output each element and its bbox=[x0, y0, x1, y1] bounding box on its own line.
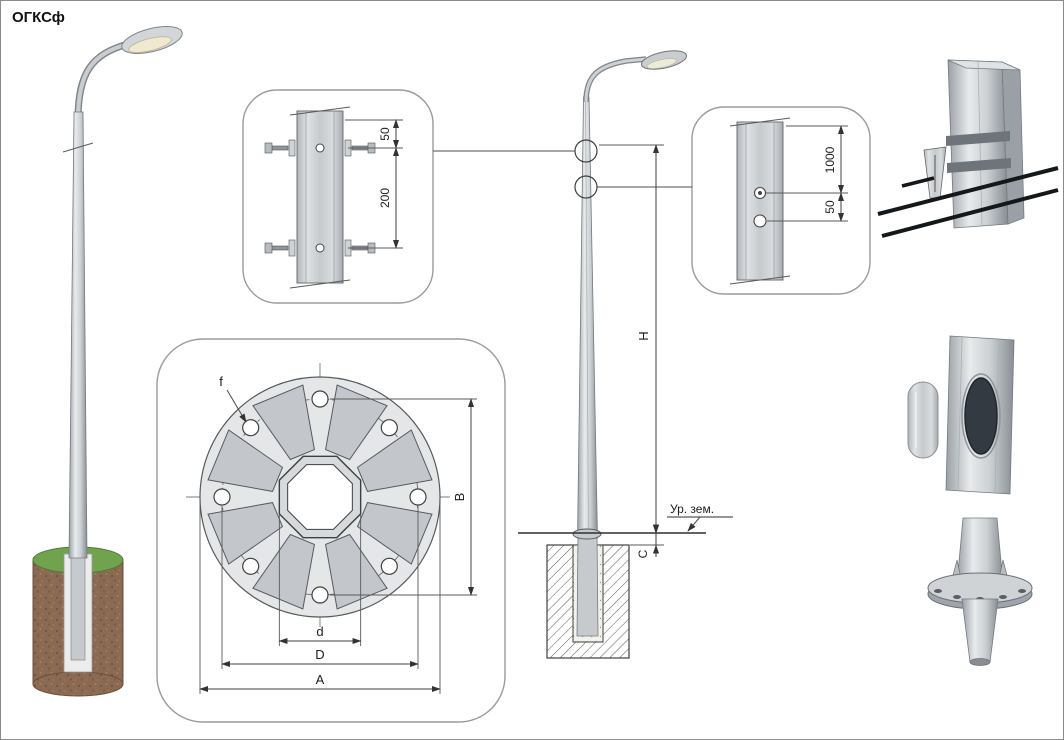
ground-bolt-detail-callout: 1000 50 bbox=[691, 106, 871, 295]
luminaire bbox=[121, 26, 183, 54]
luminaire-elevation bbox=[640, 50, 688, 70]
luminaire-lens bbox=[128, 36, 172, 53]
weld-seam-mark bbox=[62, 142, 94, 153]
lower-cone bbox=[961, 598, 999, 663]
lamp-arm-elevation-outline bbox=[583, 56, 647, 103]
dim-bolt-height: 1000 bbox=[823, 146, 837, 173]
dim-d: d bbox=[316, 624, 323, 639]
flange-plan-callout: f B d D A bbox=[156, 338, 506, 723]
break-mark-bottom bbox=[289, 279, 351, 289]
ground-level-label: Ур. зем. bbox=[670, 502, 714, 516]
dim-B: B bbox=[452, 493, 467, 502]
handhole-cover-plate bbox=[907, 381, 939, 459]
dim-A: A bbox=[316, 672, 325, 687]
handhole-rim bbox=[961, 373, 1001, 459]
pole-shaft-elevation bbox=[577, 96, 598, 539]
clamp-detail-callout: 50 200 bbox=[242, 89, 434, 304]
break-mark-top bbox=[289, 106, 351, 116]
flange-bolt-holes bbox=[213, 390, 427, 604]
handhole-cover-render bbox=[907, 335, 1015, 495]
drawing-title: ОГКСф bbox=[12, 9, 65, 26]
ground-label-arrow bbox=[687, 516, 701, 532]
break-mark-bottom bbox=[729, 275, 791, 285]
cable-1 bbox=[877, 166, 1059, 216]
drain-hole bbox=[753, 214, 767, 228]
base-flange-elevation bbox=[572, 528, 602, 540]
pole-shaft bbox=[68, 111, 88, 559]
pole-embedded-part bbox=[70, 553, 86, 661]
break-mark-top bbox=[729, 117, 791, 127]
lamp-arm bbox=[75, 41, 129, 121]
dim-clamp-spacing: 200 bbox=[378, 188, 392, 208]
pole-section bbox=[296, 110, 344, 284]
gusset-plates bbox=[207, 384, 433, 610]
pole-embedded-section bbox=[576, 533, 599, 637]
foundation-bottom bbox=[32, 671, 124, 697]
detail-marker-upper bbox=[574, 139, 598, 163]
dim-D: D bbox=[315, 647, 324, 662]
detail-marker-lower bbox=[574, 175, 598, 199]
dim-bolt-offset: 50 bbox=[823, 200, 837, 214]
pole-tube-octagon-inner bbox=[287, 464, 353, 530]
flange-base-render bbox=[927, 517, 1033, 666]
cable-clamp-render bbox=[877, 59, 1059, 238]
pole-3d-render bbox=[32, 26, 183, 697]
handhole-opening bbox=[964, 377, 998, 455]
lamp-arm-elevation bbox=[584, 57, 647, 103]
band-clamp-2 bbox=[947, 158, 1011, 173]
pole-elevation-view: Ур. зем. H C bbox=[433, 50, 733, 659]
dim-H: H bbox=[636, 331, 651, 340]
label-hole-diameter-f: f bbox=[219, 374, 223, 389]
pole-section bbox=[736, 121, 784, 281]
lower-cone-bottom bbox=[969, 658, 991, 666]
cable-stub bbox=[901, 176, 935, 188]
band-clamp-1 bbox=[946, 131, 1010, 146]
foundation-3d bbox=[32, 546, 124, 697]
cable-2 bbox=[881, 188, 1059, 238]
dim-clamp-offset: 50 bbox=[378, 127, 392, 141]
dim-C: C bbox=[636, 549, 650, 558]
